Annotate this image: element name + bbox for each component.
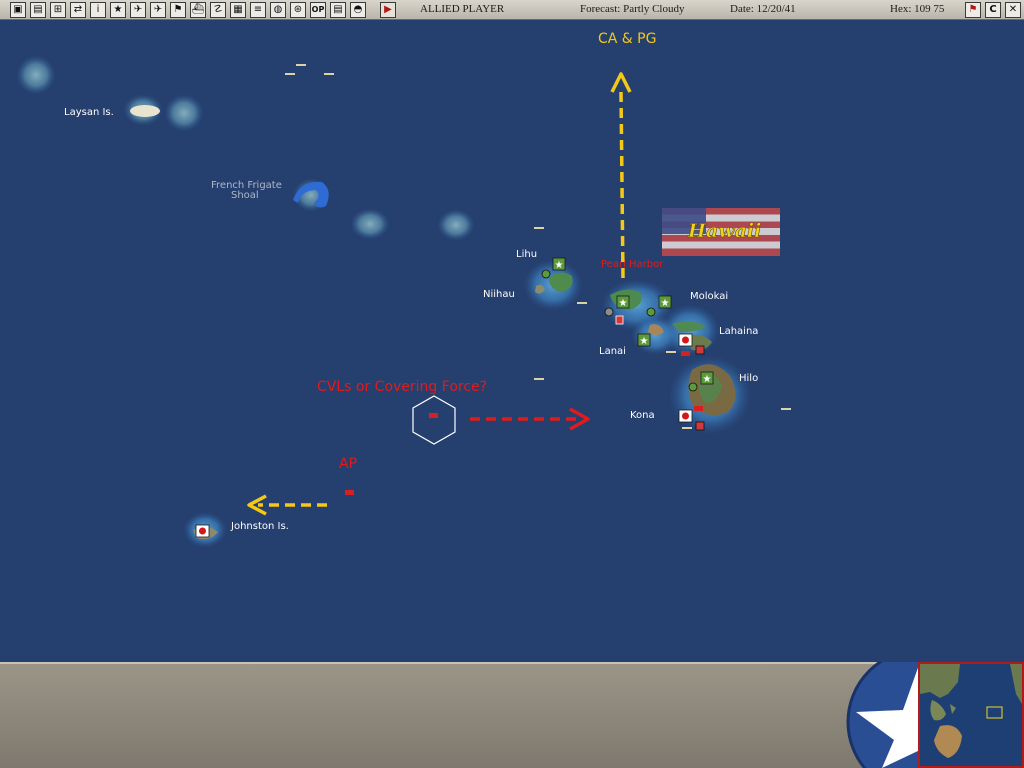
settings-icon[interactable]: ▤: [330, 2, 346, 18]
allied-star-emblem: [846, 662, 920, 768]
star-icon[interactable]: ★: [110, 2, 126, 18]
french-frigate-shoal[interactable]: [293, 181, 329, 208]
red-arrow-east-head: [569, 407, 590, 431]
yellow-arrow-north-head: [610, 72, 632, 93]
c-icon[interactable]: C: [985, 2, 1001, 18]
hawaii-title: Hawaii: [687, 220, 761, 242]
label-lihu: Lihu: [516, 249, 537, 260]
svg-text:★: ★: [661, 298, 670, 309]
label-ffs-2: Shoal: [231, 190, 259, 201]
japanese-base-marker[interactable]: [195, 524, 210, 538]
airbase-marker[interactable]: ★: [616, 295, 630, 309]
airbase-marker[interactable]: ★: [700, 371, 714, 385]
label-hilo: Hilo: [739, 373, 758, 384]
weather-icon[interactable]: ◓: [350, 2, 366, 18]
enemy-task-force-markers[interactable]: [345, 351, 703, 495]
globe-icon[interactable]: ◍: [270, 2, 286, 18]
convoy-icon[interactable]: ≡: [250, 2, 266, 18]
place-labels: Laysan Is. French Frigate Shoal Lihu Nii…: [64, 107, 758, 532]
svg-text:★: ★: [640, 336, 649, 347]
aircraft-icon[interactable]: ✈: [150, 2, 166, 18]
end-turn-icon[interactable]: ▶: [380, 2, 396, 18]
label-laysan: Laysan Is.: [64, 107, 114, 118]
airbase-marker[interactable]: ★: [552, 257, 566, 271]
task-forces-icon[interactable]: ⇄: [70, 2, 86, 18]
label-niihau: Niihau: [483, 289, 515, 300]
svg-text:★: ★: [703, 374, 712, 385]
date-label: Date: 12/20/41: [730, 3, 796, 15]
selected-hex[interactable]: [412, 395, 456, 445]
base-markers[interactable]: ★ ★ ★ ★ ★: [195, 257, 714, 538]
land-units-icon[interactable]: ☡: [210, 2, 226, 18]
mini-map-viewport[interactable]: [986, 706, 1003, 719]
list-icon[interactable]: ⊛: [290, 2, 306, 18]
air-groups-icon[interactable]: ✈: [130, 2, 146, 18]
label-lahaina: Lahaina: [719, 326, 758, 337]
flag-icon[interactable]: ⚑: [170, 2, 186, 18]
annotation-ca-pg: CA & PG: [598, 31, 656, 47]
info-icon[interactable]: i: [90, 2, 106, 18]
hawaii-banner: Hawaii: [662, 208, 780, 256]
player-label: ALLIED PLAYER: [420, 3, 505, 15]
ship-icon[interactable]: ⛴: [190, 2, 206, 18]
x-icon[interactable]: ✕: [1005, 2, 1021, 18]
bases-icon[interactable]: ⊞: [50, 2, 66, 18]
label-molokai: Molokai: [690, 291, 728, 302]
map-canvas[interactable]: Hawaii Laysan Is. French Frigate Shoal L…: [0, 20, 1024, 662]
molokai-island[interactable]: [672, 321, 706, 332]
label-lanai: Lanai: [599, 346, 626, 357]
kauai-island[interactable]: [549, 272, 573, 292]
airbase-marker[interactable]: ★: [658, 295, 672, 309]
task-force-markers[interactable]: [285, 64, 791, 429]
annotation-ap: AP: [339, 456, 357, 472]
japanese-base-marker[interactable]: [678, 333, 693, 347]
label-pearl-harbor: Pearl Harbor: [601, 259, 664, 270]
hex-coordinates: Hex: 109 75: [890, 3, 945, 15]
airbase-marker[interactable]: ★: [637, 333, 651, 347]
niihau-island[interactable]: [535, 284, 545, 294]
forecast-label: Forecast: Partly Cloudy: [580, 3, 685, 15]
lanai-island[interactable]: [648, 324, 664, 335]
mini-map[interactable]: [918, 662, 1024, 768]
japanese-base-marker[interactable]: [678, 409, 693, 423]
svg-text:★: ★: [619, 298, 628, 309]
op-icon[interactable]: OP: [310, 2, 326, 18]
laysan-island[interactable]: [130, 105, 160, 117]
svg-text:★: ★: [555, 260, 564, 271]
label-ffs-1: French Frigate: [211, 180, 282, 191]
flag-right-icon[interactable]: ⚑: [965, 2, 981, 18]
save-icon[interactable]: ▣: [10, 2, 26, 18]
game-map[interactable]: Hawaii Laysan Is. French Frigate Shoal L…: [0, 20, 1024, 662]
production-icon[interactable]: ▦: [230, 2, 246, 18]
annotation-cvls: CVLs or Covering Force?: [317, 379, 487, 395]
label-kona: Kona: [630, 410, 655, 421]
label-johnston: Johnston Is.: [230, 521, 289, 532]
yellow-arrow-west-head: [247, 494, 267, 516]
report-icon[interactable]: ▤: [30, 2, 46, 18]
